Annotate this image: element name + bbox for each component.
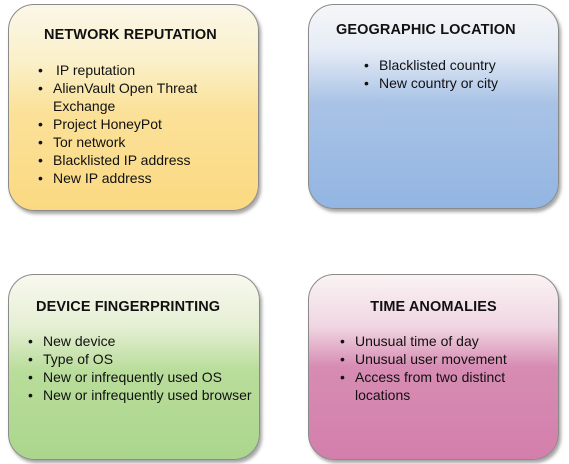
list-item: New device [28, 332, 259, 350]
list-item: Access from two distinct locations [340, 368, 550, 404]
geographic-location-title: GEOGRAPHIC LOCATION [336, 22, 516, 38]
list-item: IP reputation [38, 61, 248, 79]
time-anomalies-list: Unusual time of day Unusual user movemen… [340, 332, 550, 404]
list-item: Type of OS [28, 350, 259, 368]
list-item: Project HoneyPot [38, 115, 248, 133]
list-item: Unusual time of day [340, 332, 550, 350]
device-fingerprinting-list: New device Type of OS New or infrequentl… [28, 332, 259, 404]
device-fingerprinting-title: DEVICE FINGERPRINTING [36, 299, 221, 315]
geographic-location-card: GEOGRAPHIC LOCATION Blacklisted country … [308, 4, 559, 209]
network-reputation-list: IP reputation AlienVault Open Threat Exc… [38, 61, 248, 187]
time-anomalies-card: TIME ANOMALIES Unusual time of day Unusu… [308, 274, 559, 460]
list-item: New country or city [364, 74, 554, 92]
geographic-location-list: Blacklisted country New country or city [364, 56, 554, 92]
list-item: New or infrequently used OS [28, 368, 259, 386]
list-item: Unusual user movement [340, 350, 550, 368]
list-item: Blacklisted IP address [38, 151, 248, 169]
list-item: New IP address [38, 169, 248, 187]
list-item: Blacklisted country [364, 56, 554, 74]
network-reputation-card: NETWORK REPUTATION IP reputation AlienVa… [8, 4, 259, 211]
list-item: Tor network [38, 133, 248, 151]
network-reputation-title: NETWORK REPUTATION [44, 27, 217, 43]
time-anomalies-title: TIME ANOMALIES [370, 299, 497, 315]
list-item: New or infrequently used browser [28, 386, 259, 404]
device-fingerprinting-card: DEVICE FINGERPRINTING New device Type of… [8, 274, 260, 460]
list-item: AlienVault Open Threat Exchange [38, 79, 248, 115]
